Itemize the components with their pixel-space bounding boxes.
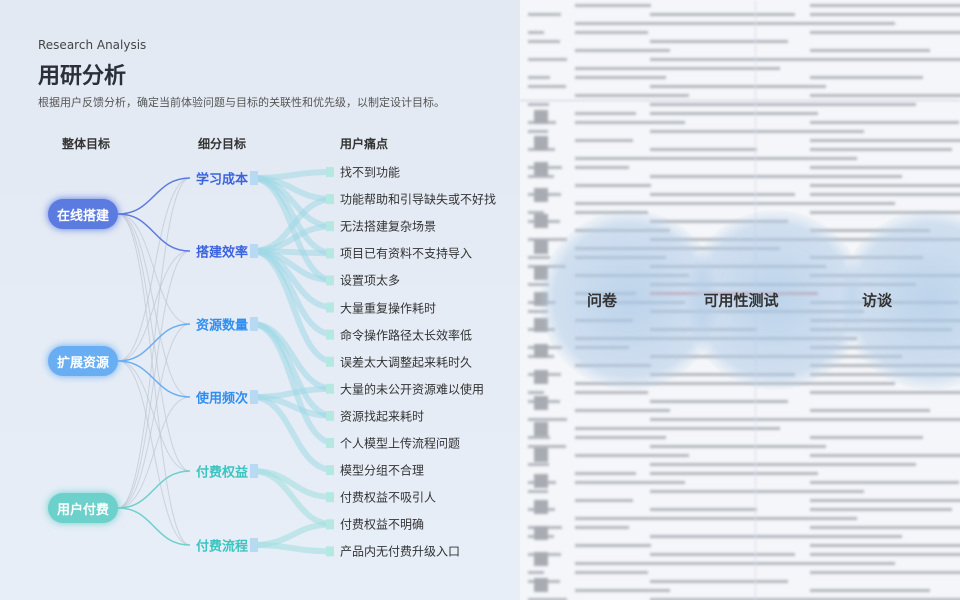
flow-source — [250, 538, 258, 552]
flow-source — [250, 464, 258, 478]
pain-point: 项目已有资料不支持导入 — [340, 246, 473, 261]
flow-target — [326, 248, 334, 259]
cross-link — [117, 177, 191, 362]
pain-point: 产品内无付费升级入口 — [340, 544, 461, 559]
flow-target — [326, 275, 334, 286]
subgoal-node[interactable]: 学习成本 — [196, 172, 249, 188]
subgoal-node[interactable]: 付费权益 — [196, 465, 249, 481]
column-header-subgoal: 细分目标 — [198, 137, 247, 151]
pain-flow — [251, 248, 335, 365]
method-questionnaire: 问卷 — [586, 291, 618, 310]
method-interview: 访谈 — [861, 291, 893, 310]
analysis-panel: Research Analysis 用研分析 根据用户反馈分析，确定当前体验问题… — [38, 38, 497, 559]
flow-source — [250, 390, 258, 404]
subgoal-node[interactable]: 搭建效率 — [196, 245, 249, 261]
goal-node[interactable]: 在线搭建 — [48, 199, 118, 229]
flow-target — [326, 410, 334, 421]
flow-target — [326, 356, 334, 367]
goal-node[interactable]: 用户付费 — [48, 493, 118, 523]
pain-point: 付费权益不明确 — [340, 517, 425, 532]
research-documents-panel: 问卷 可用性测试 访谈 — [520, 0, 960, 600]
column-header-pain: 用户痛点 — [340, 137, 389, 151]
flow-target — [326, 302, 334, 313]
flow-target — [326, 221, 334, 232]
flow-source — [250, 244, 258, 258]
flow-target — [326, 194, 334, 205]
goal-node[interactable]: 扩展资源 — [48, 346, 118, 376]
flow-target — [326, 329, 334, 340]
flow-target — [326, 492, 334, 503]
pain-point: 模型分组不合理 — [340, 463, 425, 478]
cross-link — [117, 323, 191, 509]
pain-point: 命令操作路径太长效率低 — [340, 328, 473, 343]
pain-point: 大量重复操作耗时 — [340, 301, 437, 315]
pain-point: 功能帮助和引导缺失或不好找 — [340, 192, 497, 207]
pain-point: 资源找起来耗时 — [340, 409, 425, 424]
pain-point: 大量的未公开资源难以使用 — [340, 382, 485, 397]
goal-link — [117, 213, 191, 252]
subgoal-node[interactable]: 付费流程 — [196, 539, 249, 555]
pain-flow — [251, 542, 335, 555]
flow-target — [326, 465, 334, 476]
pain-point: 设置项太多 — [340, 273, 401, 288]
flow-source — [250, 317, 258, 331]
flow-source — [250, 171, 258, 185]
flow-target — [326, 167, 334, 177]
goal-link — [117, 323, 191, 362]
pain-flow — [251, 394, 335, 474]
pain-point: 无法搭建复杂场景 — [340, 219, 437, 234]
method-bubble — [685, 210, 865, 390]
page-title: 用研分析 — [38, 64, 127, 89]
page-description: 根据用户反馈分析，确定当前体验问题与目标的关联性和优先级，以制定设计目标。 — [38, 96, 445, 109]
flow-target — [326, 519, 334, 530]
subtitle-en: Research Analysis — [38, 38, 147, 52]
cross-link — [117, 396, 191, 509]
pain-flow — [251, 521, 335, 548]
cross-link — [117, 250, 191, 362]
goal-link — [117, 177, 191, 215]
pain-point: 个人模型上传流程问题 — [340, 436, 461, 451]
goal-link — [117, 470, 191, 509]
method-usability-test: 可用性测试 — [703, 291, 779, 310]
column-header-goal: 整体目标 — [62, 137, 111, 151]
subgoal-node[interactable]: 资源数量 — [196, 318, 249, 334]
pain-point: 误差太大调整起来耗时久 — [340, 355, 473, 370]
pain-point: 付费权益不吸引人 — [340, 490, 437, 505]
goal-link — [117, 360, 191, 398]
flow-target — [326, 546, 334, 557]
flow-target — [326, 383, 334, 394]
pain-flow — [251, 321, 335, 446]
pain-point: 找不到功能 — [340, 165, 401, 180]
flow-target — [326, 438, 334, 448]
goal-link — [117, 507, 191, 546]
relation-links — [117, 167, 335, 557]
subgoal-node[interactable]: 使用频次 — [196, 391, 249, 407]
